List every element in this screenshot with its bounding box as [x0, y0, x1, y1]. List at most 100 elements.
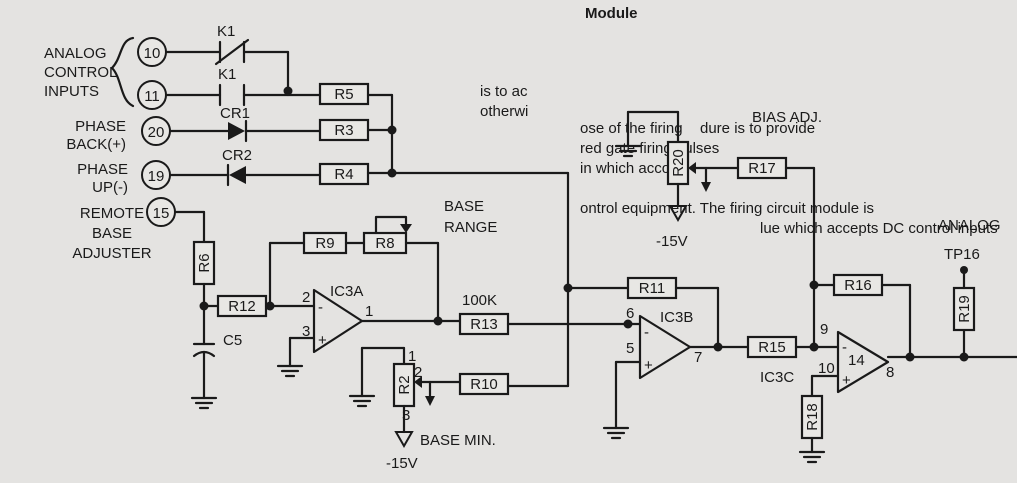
pin-label: 9: [820, 321, 828, 338]
opamp-ic3c: - + 14: [836, 330, 890, 394]
svg-text:R10: R10: [470, 376, 498, 393]
resistor-r6: R6: [192, 240, 216, 286]
neg15-left-label: -15V: [386, 455, 418, 472]
resistor-r19: R19: [952, 286, 976, 332]
base-min-label: BASE MIN.: [420, 432, 496, 449]
k1-nc-contact: [214, 38, 250, 66]
pin-label: 1: [408, 348, 416, 365]
svg-text:R6: R6: [196, 253, 213, 272]
pin-label: 10: [818, 360, 835, 377]
resistor-r18: R18: [800, 394, 824, 440]
svg-text:-: -: [644, 324, 649, 341]
svg-text:+: +: [644, 357, 653, 374]
potentiometer-r8: R8: [362, 215, 412, 255]
svg-text:R8: R8: [375, 235, 394, 252]
analog-label: ANALOG: [938, 217, 1001, 234]
ic3a-label: IC3A: [330, 283, 363, 300]
cr2-label: CR2: [222, 147, 252, 164]
resistor-r13: R13: [458, 312, 510, 336]
bleed-line: ontrol equipment. The firing circuit mod…: [580, 200, 874, 217]
cr1-label: CR1: [220, 105, 250, 122]
resistor-r12: R12: [216, 294, 268, 318]
resistor-r5: R5: [318, 82, 370, 106]
ic3b-label: IC3B: [660, 309, 693, 326]
terminal-10: 10: [137, 37, 167, 67]
svg-text:11: 11: [144, 88, 160, 105]
svg-text:R4: R4: [334, 166, 353, 183]
bleed-title: Module: [585, 5, 638, 22]
k1-top-label: K1: [217, 23, 235, 40]
pin-label: 8: [886, 364, 894, 381]
tp16-label: TP16: [944, 246, 980, 263]
k1-bottom-label: K1: [218, 66, 236, 83]
svg-text:R9: R9: [315, 235, 334, 252]
svg-text:R19: R19: [956, 295, 973, 323]
ground-r18: [798, 450, 826, 464]
resistor-r15: R15: [746, 335, 798, 359]
ground-c5: [190, 396, 218, 410]
r13-value-label: 100K: [462, 292, 497, 309]
pin-label: 7: [694, 349, 702, 366]
ground-ic3a: [276, 364, 304, 378]
resistor-r16: R16: [832, 273, 884, 297]
ground-ic3b: [602, 426, 630, 440]
bleed-line: ose of the firing: [580, 120, 683, 137]
pin-label: 2: [302, 289, 310, 306]
svg-text:R11: R11: [639, 280, 665, 297]
svg-text:R20: R20: [670, 149, 687, 177]
resistor-r3: R3: [318, 118, 370, 142]
ic3c-label: IC3C: [760, 369, 794, 386]
bleed-line: in which accom: [580, 160, 683, 177]
ground-bias: [614, 144, 642, 158]
potentiometer-r20: R20: [666, 140, 696, 186]
svg-text:R18: R18: [804, 403, 821, 431]
ground-r2: [348, 394, 376, 408]
input-brace: [110, 36, 135, 108]
terminal-15: 15: [146, 197, 176, 227]
c5-label: C5: [223, 332, 242, 349]
resistor-r11: R11: [626, 276, 678, 300]
terminal-20: 20: [141, 116, 171, 146]
terminal-19: 19: [141, 160, 171, 190]
resistor-r10: R10: [458, 372, 510, 396]
svg-text:-: -: [318, 299, 323, 316]
svg-text:R2: R2: [396, 375, 413, 394]
svg-text:R15: R15: [758, 339, 786, 356]
svg-text:+: +: [318, 332, 327, 349]
bleed-line: red gate firing pulses: [580, 140, 719, 157]
svg-text:+: +: [842, 372, 851, 389]
svg-text:10: 10: [144, 45, 161, 62]
neg15-right-label: -15V: [656, 233, 688, 250]
svg-text:R12: R12: [228, 298, 256, 315]
svg-text:-: -: [842, 339, 847, 356]
svg-text:14: 14: [848, 352, 865, 369]
background-bleed: Module ose of the firing dure is to prov…: [480, 5, 998, 237]
svg-text:R16: R16: [844, 277, 872, 294]
opamp-ic3b: - +: [638, 314, 692, 380]
opamp-ic3a: - +: [312, 288, 364, 354]
bleed-line: lue which accepts DC control inputs: [760, 220, 998, 237]
svg-text:15: 15: [153, 205, 170, 222]
bleed-line: is to ac: [480, 83, 528, 100]
pin-label: 3: [402, 407, 410, 424]
diode-cr1: [228, 119, 248, 143]
diode-cr2: [226, 163, 246, 187]
svg-text:R3: R3: [334, 122, 353, 139]
svg-text:20: 20: [148, 124, 165, 141]
terminal-11: 11: [137, 80, 167, 110]
resistor-r4: R4: [318, 162, 370, 186]
pin-label: 3: [302, 323, 310, 340]
pin-label: 6: [626, 305, 634, 322]
pin-label: 1: [365, 303, 373, 320]
resistor-r9: R9: [302, 231, 348, 255]
svg-text:R17: R17: [748, 160, 776, 177]
svg-text:R13: R13: [470, 316, 498, 333]
